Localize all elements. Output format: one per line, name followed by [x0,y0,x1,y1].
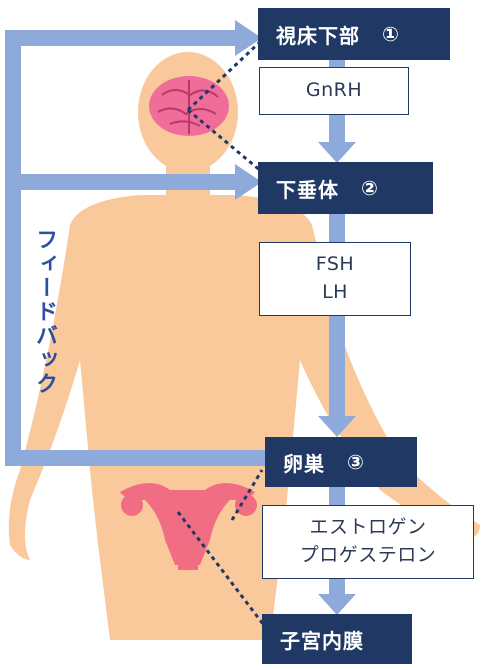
node-pituitary-label: 下垂体 [276,174,339,203]
hormone-estrogen: エストロゲン [309,514,426,542]
hormone-box-gonadotropins: FSH LH [259,242,411,316]
node-ovary-number: ③ [347,450,365,474]
node-pituitary-number: ② [361,176,379,200]
node-hypothalamus: 視床下部 ① [258,8,450,60]
feedback-label: フィードバック [30,228,60,396]
hormone-box-ovarian: エストロゲン プロゲステロン [262,505,474,579]
hormone-gnrh: GnRH [306,77,362,105]
node-hypothalamus-label: 視床下部 [276,20,360,49]
node-ovary: 卵巣 ③ [265,437,417,487]
node-hypothalamus-number: ① [382,22,400,46]
hormone-fsh: FSH [316,251,354,279]
node-pituitary: 下垂体 ② [258,162,433,214]
node-ovary-label: 卵巣 [283,448,325,477]
hormone-progesterone: プロゲステロン [300,542,437,570]
node-endometrium: 子宮内膜 [262,614,412,664]
hormone-lh: LH [322,279,348,307]
brain-illustration [149,76,229,136]
node-endometrium-label: 子宮内膜 [280,625,364,654]
hormone-box-gnrh: GnRH [259,67,409,115]
